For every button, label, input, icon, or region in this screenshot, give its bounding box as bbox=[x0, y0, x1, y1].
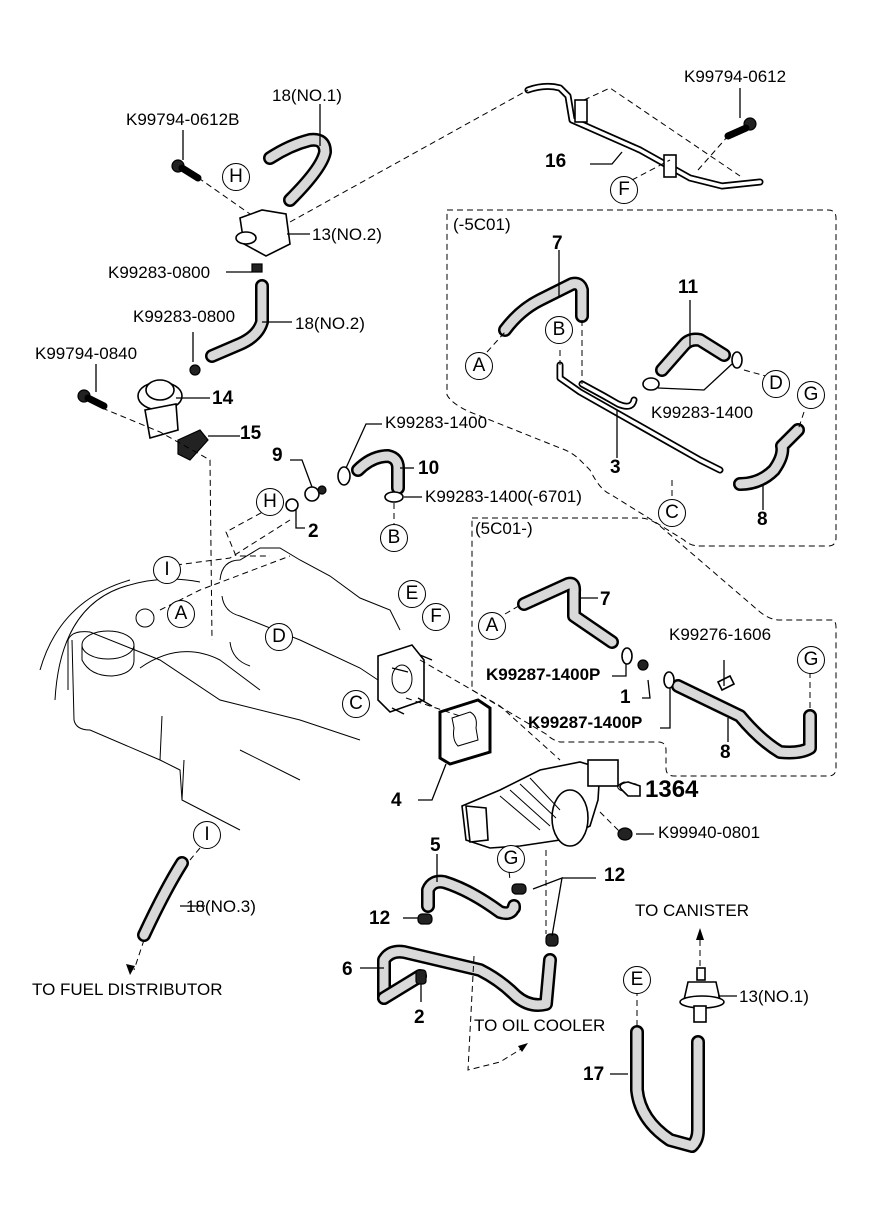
label-part-7-upper: 7 bbox=[552, 233, 563, 254]
label-part-9: 9 bbox=[272, 445, 283, 466]
marker-c-before: C bbox=[658, 499, 686, 527]
label-part-2-lower: 2 bbox=[414, 1007, 425, 1028]
label-part-8-lower: 8 bbox=[720, 742, 731, 763]
group-label-before-5c01: (-5C01) bbox=[453, 215, 511, 234]
marker-f-engine: F bbox=[422, 603, 450, 631]
marker-h-top: H bbox=[222, 163, 250, 191]
label-part-14: 14 bbox=[212, 388, 234, 409]
marker-i-engine: I bbox=[153, 556, 181, 584]
hardware bbox=[77, 117, 757, 1023]
label-k99283-1400-center: K99283-1400 bbox=[385, 413, 488, 432]
label-to-oil-cooler: TO OIL COOLER bbox=[474, 1016, 606, 1035]
group-box-after-5c01 bbox=[471, 517, 837, 777]
marker-a-after: A bbox=[478, 612, 506, 640]
label-part-16: 16 bbox=[545, 151, 567, 172]
label-k99283-1400-6701: K99283-1400(-6701) bbox=[425, 487, 582, 506]
label-part-17: 17 bbox=[583, 1064, 605, 1085]
marker-i-lower: I bbox=[193, 821, 221, 849]
group-box-before-5c01 bbox=[446, 209, 837, 547]
marker-c-engine: C bbox=[342, 690, 370, 718]
hoses bbox=[137, 132, 817, 1153]
label-part-13-no1: 13(NO.1) bbox=[739, 987, 809, 1006]
label-part-11: 11 bbox=[678, 277, 699, 298]
marker-e-engine: E bbox=[398, 580, 426, 608]
marker-a-before: A bbox=[465, 352, 493, 380]
connection-lines bbox=[101, 87, 811, 1071]
label-part-18-no3: 18(NO.3) bbox=[186, 897, 256, 916]
engine-block bbox=[39, 547, 401, 831]
label-part-1: 1 bbox=[620, 687, 631, 708]
label-part-2-upper: 2 bbox=[308, 521, 319, 542]
label-k99276-1606: K99276-1606 bbox=[669, 625, 772, 644]
marker-f-top: F bbox=[610, 176, 638, 204]
label-part-12-left: 12 bbox=[369, 908, 391, 929]
label-k99283-1400-right: K99283-1400 bbox=[651, 403, 754, 422]
marker-b-before: B bbox=[545, 316, 573, 344]
label-k99794-0612: K99794-0612 bbox=[684, 67, 787, 86]
label-k99287-1400p-lower: K99287-1400P bbox=[528, 713, 643, 732]
label-part-7-lower: 7 bbox=[600, 589, 611, 610]
marker-a-engine: A bbox=[167, 600, 195, 628]
label-part-5: 5 bbox=[430, 835, 441, 856]
marker-e-lower: E bbox=[623, 966, 651, 994]
leader-lines bbox=[95, 88, 764, 1075]
clip-1364 bbox=[619, 781, 641, 797]
marker-b-center: B bbox=[380, 524, 408, 552]
intake-flange bbox=[377, 644, 433, 715]
marker-g-throttle: G bbox=[497, 845, 525, 873]
label-part-13-no2: 13(NO.2) bbox=[312, 225, 382, 244]
label-to-canister: TO CANISTER bbox=[635, 901, 749, 920]
group-label-after-5c01: (5C01-) bbox=[475, 519, 533, 538]
label-k99794-0840: K99794-0840 bbox=[35, 344, 138, 363]
label-k99283-0800-lower: K99283-0800 bbox=[133, 307, 236, 326]
label-k99794-0612b: K99794-0612B bbox=[126, 110, 240, 129]
label-part-18-no1: 18(NO.1) bbox=[272, 86, 342, 105]
label-part-6: 6 bbox=[342, 959, 353, 980]
marker-d-before: D bbox=[762, 370, 790, 398]
label-part-15: 15 bbox=[240, 423, 262, 444]
marker-g-before: G bbox=[797, 381, 825, 409]
label-part-8-upper: 8 bbox=[757, 509, 768, 530]
label-part-10: 10 bbox=[418, 458, 440, 479]
throttle-body bbox=[461, 759, 638, 849]
label-k99283-0800-upper: K99283-0800 bbox=[108, 263, 211, 282]
label-to-fuel-distributor: TO FUEL DISTRIBUTOR bbox=[32, 980, 223, 999]
marker-h-center: H bbox=[256, 488, 284, 516]
label-k99940-0801: K99940-0801 bbox=[658, 823, 761, 842]
pipes bbox=[524, 82, 764, 474]
label-k99287-1400p-upper: K99287-1400P bbox=[486, 665, 601, 684]
label-part-1364: 1364 bbox=[645, 776, 699, 803]
label-part-3: 3 bbox=[610, 457, 621, 478]
marker-g-after: G bbox=[797, 646, 825, 674]
label-part-4: 4 bbox=[391, 790, 402, 811]
marker-d-engine: D bbox=[265, 623, 293, 651]
gasket-4 bbox=[438, 698, 492, 766]
label-part-18-no2: 18(NO.2) bbox=[295, 314, 365, 333]
label-part-12-right: 12 bbox=[604, 865, 626, 886]
